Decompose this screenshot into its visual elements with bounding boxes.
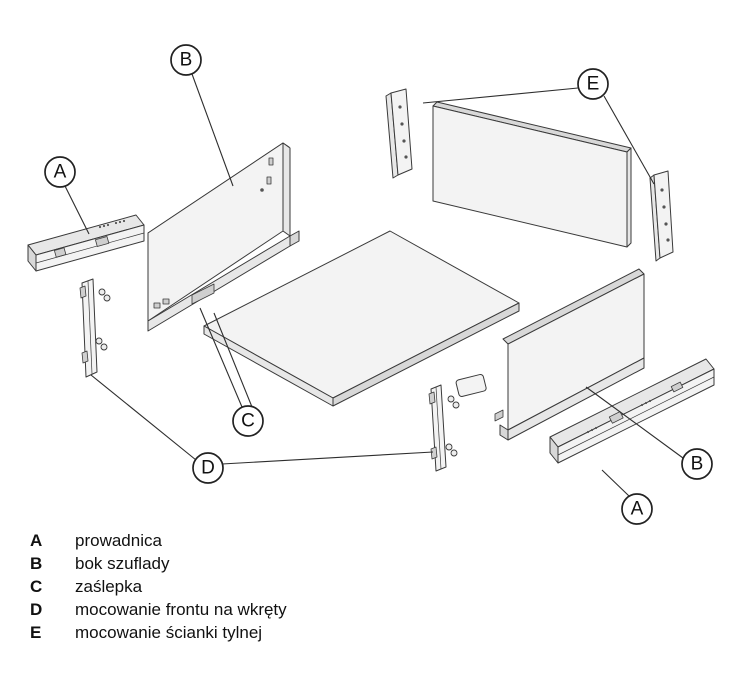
legend-key: B bbox=[30, 554, 43, 573]
legend-item-b: B bok szuflady bbox=[30, 554, 287, 577]
callout-circle bbox=[681, 448, 713, 480]
callout-b-right: B bbox=[681, 448, 713, 480]
slide-rail-right bbox=[549, 358, 715, 464]
callout-c: C bbox=[232, 405, 264, 437]
callout-circle bbox=[621, 493, 653, 525]
callout-circle bbox=[170, 44, 202, 76]
cap bbox=[455, 373, 487, 397]
legend-item-a: A prowadnica bbox=[30, 531, 287, 554]
legend-label: prowadnica bbox=[75, 531, 162, 550]
drawer-bottom-panel bbox=[203, 230, 520, 407]
drawer-exploded-diagram: B E A C D B A bbox=[27, 44, 715, 525]
legend-label: bok szuflady bbox=[75, 554, 170, 573]
legend-item-e: E mocowanie ścianki tylnej bbox=[30, 623, 287, 646]
back-fix-bracket-left bbox=[385, 88, 413, 179]
back-panel bbox=[432, 101, 632, 248]
legend-key: C bbox=[30, 577, 43, 596]
callout-e: E bbox=[577, 68, 609, 100]
front-fix-bracket-left bbox=[79, 278, 111, 378]
callout-letter: E bbox=[587, 74, 600, 95]
legend-label: zaślepka bbox=[75, 577, 143, 596]
slide-rail-left bbox=[27, 214, 145, 272]
callout-a-left: A bbox=[44, 156, 76, 188]
callout-circle bbox=[232, 405, 264, 437]
callout-letter: B bbox=[691, 454, 704, 475]
callout-letter: A bbox=[631, 499, 644, 520]
drawer-side-left bbox=[147, 142, 300, 332]
callout-circle bbox=[192, 452, 224, 484]
back-fix-bracket-right bbox=[649, 170, 674, 262]
callout-b-top: B bbox=[170, 44, 202, 76]
callout-letter: D bbox=[201, 458, 215, 479]
callout-letter: C bbox=[241, 411, 255, 432]
legend: A prowadnica B bok szuflady C zaślepka D… bbox=[30, 531, 287, 646]
drawer-side-right bbox=[494, 268, 645, 441]
callout-d: D bbox=[192, 452, 224, 484]
legend-key: D bbox=[30, 600, 43, 619]
legend-key: A bbox=[30, 531, 43, 550]
legend-item-c: C zaślepka bbox=[30, 577, 287, 600]
leader-lines bbox=[64, 73, 684, 497]
callout-letter: A bbox=[54, 162, 67, 183]
front-fix-bracket-right bbox=[428, 384, 460, 472]
callout-circle bbox=[44, 156, 76, 188]
legend-label: mocowanie ścianki tylnej bbox=[75, 623, 263, 642]
callout-circle bbox=[577, 68, 609, 100]
callout-letter: B bbox=[180, 50, 193, 71]
legend-key: E bbox=[30, 623, 42, 642]
legend-label: mocowanie frontu na wkręty bbox=[75, 600, 287, 619]
legend-item-d: D mocowanie frontu na wkręty bbox=[30, 600, 287, 623]
callout-a-right: A bbox=[621, 493, 653, 525]
